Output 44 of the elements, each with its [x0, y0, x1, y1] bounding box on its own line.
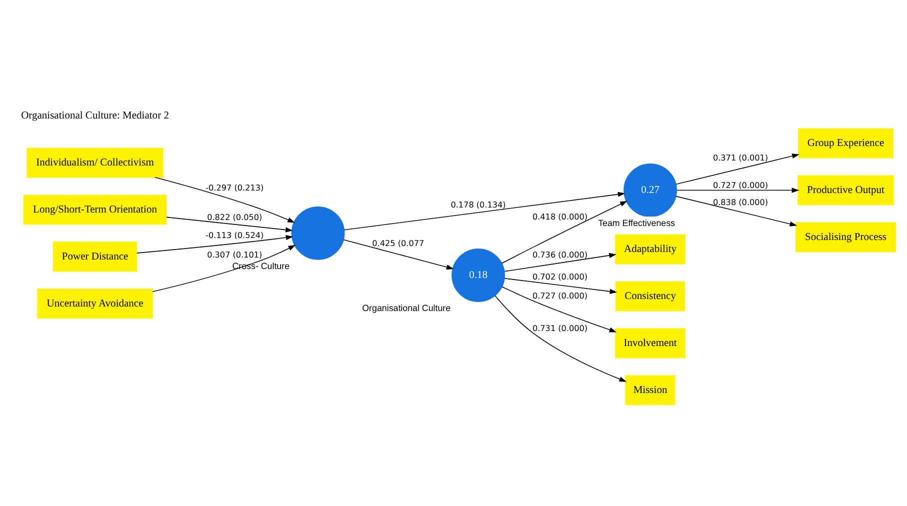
arrow	[501, 286, 616, 332]
node-box: Individualism/ Collectivism	[26, 148, 163, 178]
edge-label: 0.838 (0.000)	[712, 196, 768, 207]
edge-label: 0.822 (0.050)	[206, 212, 262, 222]
arrow	[343, 192, 625, 230]
node-box: Adaptability	[614, 234, 685, 264]
node-box: Power Distance	[52, 242, 137, 272]
edge-label: 0.418 (0.000)	[532, 211, 588, 222]
edge-label: 0.731 (0.000)	[532, 323, 588, 334]
node-circle	[290, 206, 344, 260]
node-box: Socialising Process	[795, 222, 896, 252]
edge-label: 0.425 (0.077	[372, 238, 424, 248]
node-box: Productive Output	[797, 175, 894, 206]
arrow	[676, 188, 799, 193]
edge-label: -0.113 (0.524)	[205, 230, 264, 240]
label: Organisational Culture: Mediator 2	[20, 110, 168, 122]
node-box: Long/Short-Term Orientation	[22, 194, 166, 225]
arrow	[494, 295, 626, 382]
arrow	[675, 154, 799, 185]
edge-label: 0.702 (0.000)	[532, 271, 588, 282]
edge-label: 0.736 (0.000)	[532, 249, 588, 260]
node-box: Group Experience	[798, 128, 893, 158]
node-label: Organisational Culture	[362, 303, 450, 314]
node-box: Uncertainty Avoidance	[36, 288, 152, 319]
arrow	[504, 278, 617, 294]
node-label: Team Effectiveness	[598, 218, 675, 228]
arrow	[166, 216, 292, 232]
edge-label: 0.307 (0.101)	[206, 249, 262, 260]
node-circle: 0.18	[451, 248, 504, 302]
arrow	[136, 235, 293, 254]
edge-label: 0.178 (0.134)	[450, 199, 506, 210]
edge-label: 0.371 (0.001)	[712, 152, 768, 162]
arrow	[152, 244, 296, 292]
arrow	[675, 196, 797, 226]
arrow	[342, 239, 454, 270]
arrow	[500, 200, 627, 264]
node-box: Mission	[624, 375, 675, 406]
arrow	[504, 252, 616, 272]
edge-label: -0.297 (0.213)	[205, 182, 264, 192]
node-box: Involvement	[614, 328, 685, 358]
node-box: Consistency	[614, 281, 685, 312]
edge-label: 0.727 (0.000)	[712, 180, 768, 190]
edge-label: 0.727 (0.000)	[532, 290, 588, 301]
arrow	[154, 177, 294, 223]
